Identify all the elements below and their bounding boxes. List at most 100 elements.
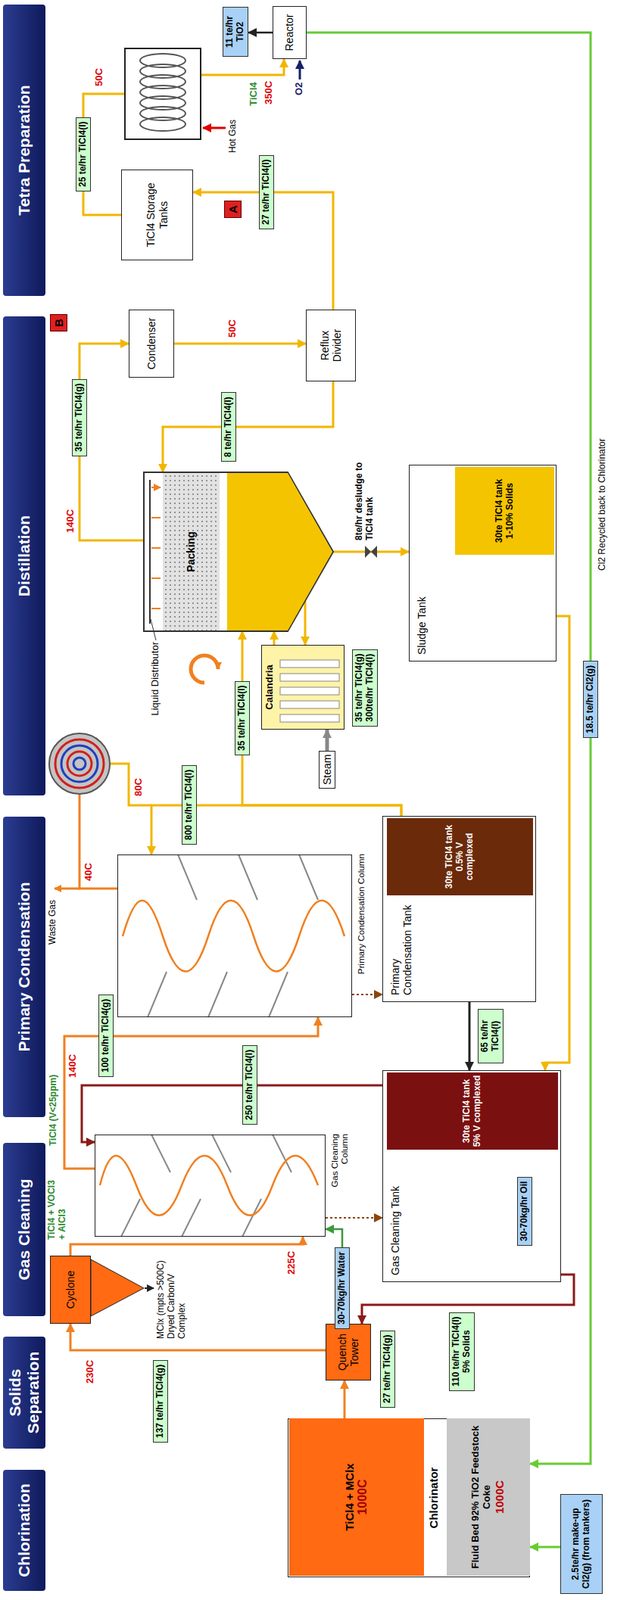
pipe-connector [242,631,402,817]
pipe-connector [333,551,409,554]
annotation-label: Cl2 Recycled back to Chlorinator [597,438,608,571]
annotation-label: 350C [263,81,275,105]
node-text: Primary Condensation [15,882,34,1052]
node-text: 250 te/hr TiCl4(l) [244,1050,256,1121]
node-text: 65 te/hr TiCl4(l) [480,1013,502,1060]
storage-tanks: TiCl4 Storage Tanks [121,169,194,261]
pipe-connector [304,601,307,646]
node-text: Reflux Divider [318,313,343,378]
node-text: 110 te/hr TiCl4(l) [451,1317,462,1388]
node-text: 30te TiCl4 tank [461,1079,473,1144]
annotation-label: 40C [83,863,95,882]
pipe-connector [70,1324,326,1351]
node-text: Chlorination [15,1484,34,1578]
flow-rate-box: 27 te/hr TiCl4(l) [258,155,275,230]
heater-coil [124,48,201,140]
pipe-connector [468,1002,471,1071]
feed-box: 2.5te/hr make-up Cl2(g) (from tankers) [560,1494,603,1595]
pipe-connector [325,729,330,752]
node-text: Condenser [145,318,158,371]
annotation-label: 50C [93,68,106,87]
gas-cleaning-column: Gas Cleaning Column [94,1134,326,1238]
feed-box: 30-70kg/hr Water [334,1247,350,1330]
valve-symbol [364,545,378,559]
pipe-connector [273,631,276,646]
node-text: Calandria [264,645,276,730]
node-text: 0.5% V complexed [455,820,477,894]
node-text: TiCl4 Storage Tanks [144,173,169,257]
node-text: 30-70kg/hr Water [336,1252,348,1325]
calandria: Calandria [261,645,345,730]
node-text: 30te TiCl4 tank [494,479,506,543]
calandria-tubes [261,645,345,730]
node-text: 25 te/hr TiCl4(l) [77,121,89,188]
node-text: 5% V complexed [472,1075,484,1148]
annotation-label: TiCl4 [248,81,260,106]
pipe-connector [325,1217,383,1219]
pipe-connector [70,1237,303,1257]
distillation-column: Liquid DistributorPacking [143,472,334,632]
annotation-label: B [49,314,68,332]
edge-label: 8te/hr desludge to TiCl4 tank [354,438,376,541]
annotation-label: TiCl4 + VOCl3 + AlCl3 [46,1176,69,1241]
feed-box: 30-70kg/hr Oil [517,1177,533,1247]
gas-cleaning-tank: Gas Cleaning Tank30te TiCl4 tank5% V com… [382,1070,562,1283]
node-text: 1000C [355,1479,370,1516]
node-text: 11 te/hr TiO2 [224,11,247,53]
node-text: Sludge Tank [415,560,428,655]
flow-rate-box: 137 te/hr TiCl4(g) [152,1360,169,1444]
flow-rate-box: 35 te/hr TiCl4(l) [234,681,250,756]
node-text: 137 te/hr TiCl4(g) [155,1365,166,1439]
pipe-connector [162,381,334,473]
section-header: Solids Separation [3,1337,46,1450]
node-text: 800 te/hr TiCl4(l) [183,770,195,841]
section-header: Gas Cleaning [3,1143,46,1317]
node-text: Steam [321,754,334,786]
annotation-label: 80C [133,778,145,797]
pipe-connector [343,1381,347,1419]
chlorinator-vessel: ChlorinatorTiCl4 + MClx1000CFluid Bed 92… [287,1418,530,1578]
reactor: Reactor [272,6,307,60]
pipe-connector [325,1229,343,1248]
annotation-label: 225C [286,1251,298,1276]
flow-rate-box: 100 te/hr TiCl4(g) [98,994,114,1078]
annotation-label: TiCl4 (V<25ppm) [48,1075,60,1147]
cyclone-cone [90,1259,154,1317]
fluid-bed: Fluid Bed 92% TiO2 Feedstock Coke1000C [446,1418,530,1577]
node-text: 18.5 te/hr Cl2(g) [585,665,596,734]
flow-rate-box: 8 te/hr TiCl4(l) [221,392,237,462]
node-text: Solids Separation [6,1337,43,1450]
tank-contents: 30te TiCl4 tank1-10% Solids [455,467,555,555]
pipe-connector [81,1085,383,1143]
pipe-connector [306,32,591,1465]
node-text: Gas Cleaning Column [329,1134,350,1207]
node-text: 2.5te/hr make-up Cl2(g) (from tankers) [570,1499,593,1590]
tank-contents: 30te TiCl4 tank5% V complexed [386,1072,559,1151]
flow-rate-box: 250 te/hr TiCl4(l) [242,1045,258,1126]
flow-rate-box: 35 te/hr TiCl4(g) [71,379,88,457]
node-text: Liquid Distributor [149,642,162,739]
node-text: 300te/hr TiCl4(l) [364,654,376,723]
hot-gas-arrow [202,127,226,130]
flow-rate-box: 110 te/hr TiCl4(l)5% Solids [448,1312,475,1392]
node-text: TiCl4 + MClx [342,1463,356,1531]
reflux-divider: Reflux Divider [305,309,356,382]
node-text: 35 te/hr TiCl4(g) [354,654,365,723]
condenser: Condenser [128,309,175,378]
annotation-label: 230C [84,1360,97,1385]
node-text: 35 te/hr TiCl4(g) [74,383,85,453]
node-text: 1000C [492,1480,506,1515]
annotation-label: A [224,200,242,219]
node-text: Tetra Preparation [15,84,34,216]
primary-condensation-tank: Primary Condensation Tank30te TiCl4 tank… [382,816,537,1003]
pipe-connector [352,994,383,996]
cyclone: Cyclone [49,1256,91,1325]
pipe-connector [174,342,306,346]
node-text: Primary Condensation Column [355,854,366,987]
node-text: 5% Solids [461,1317,473,1388]
oxygen-arrow [299,60,302,80]
annotation-label: Hot Gas [227,119,239,153]
flow-rate-box: 25 te/hr TiCl4(l) [75,117,91,192]
